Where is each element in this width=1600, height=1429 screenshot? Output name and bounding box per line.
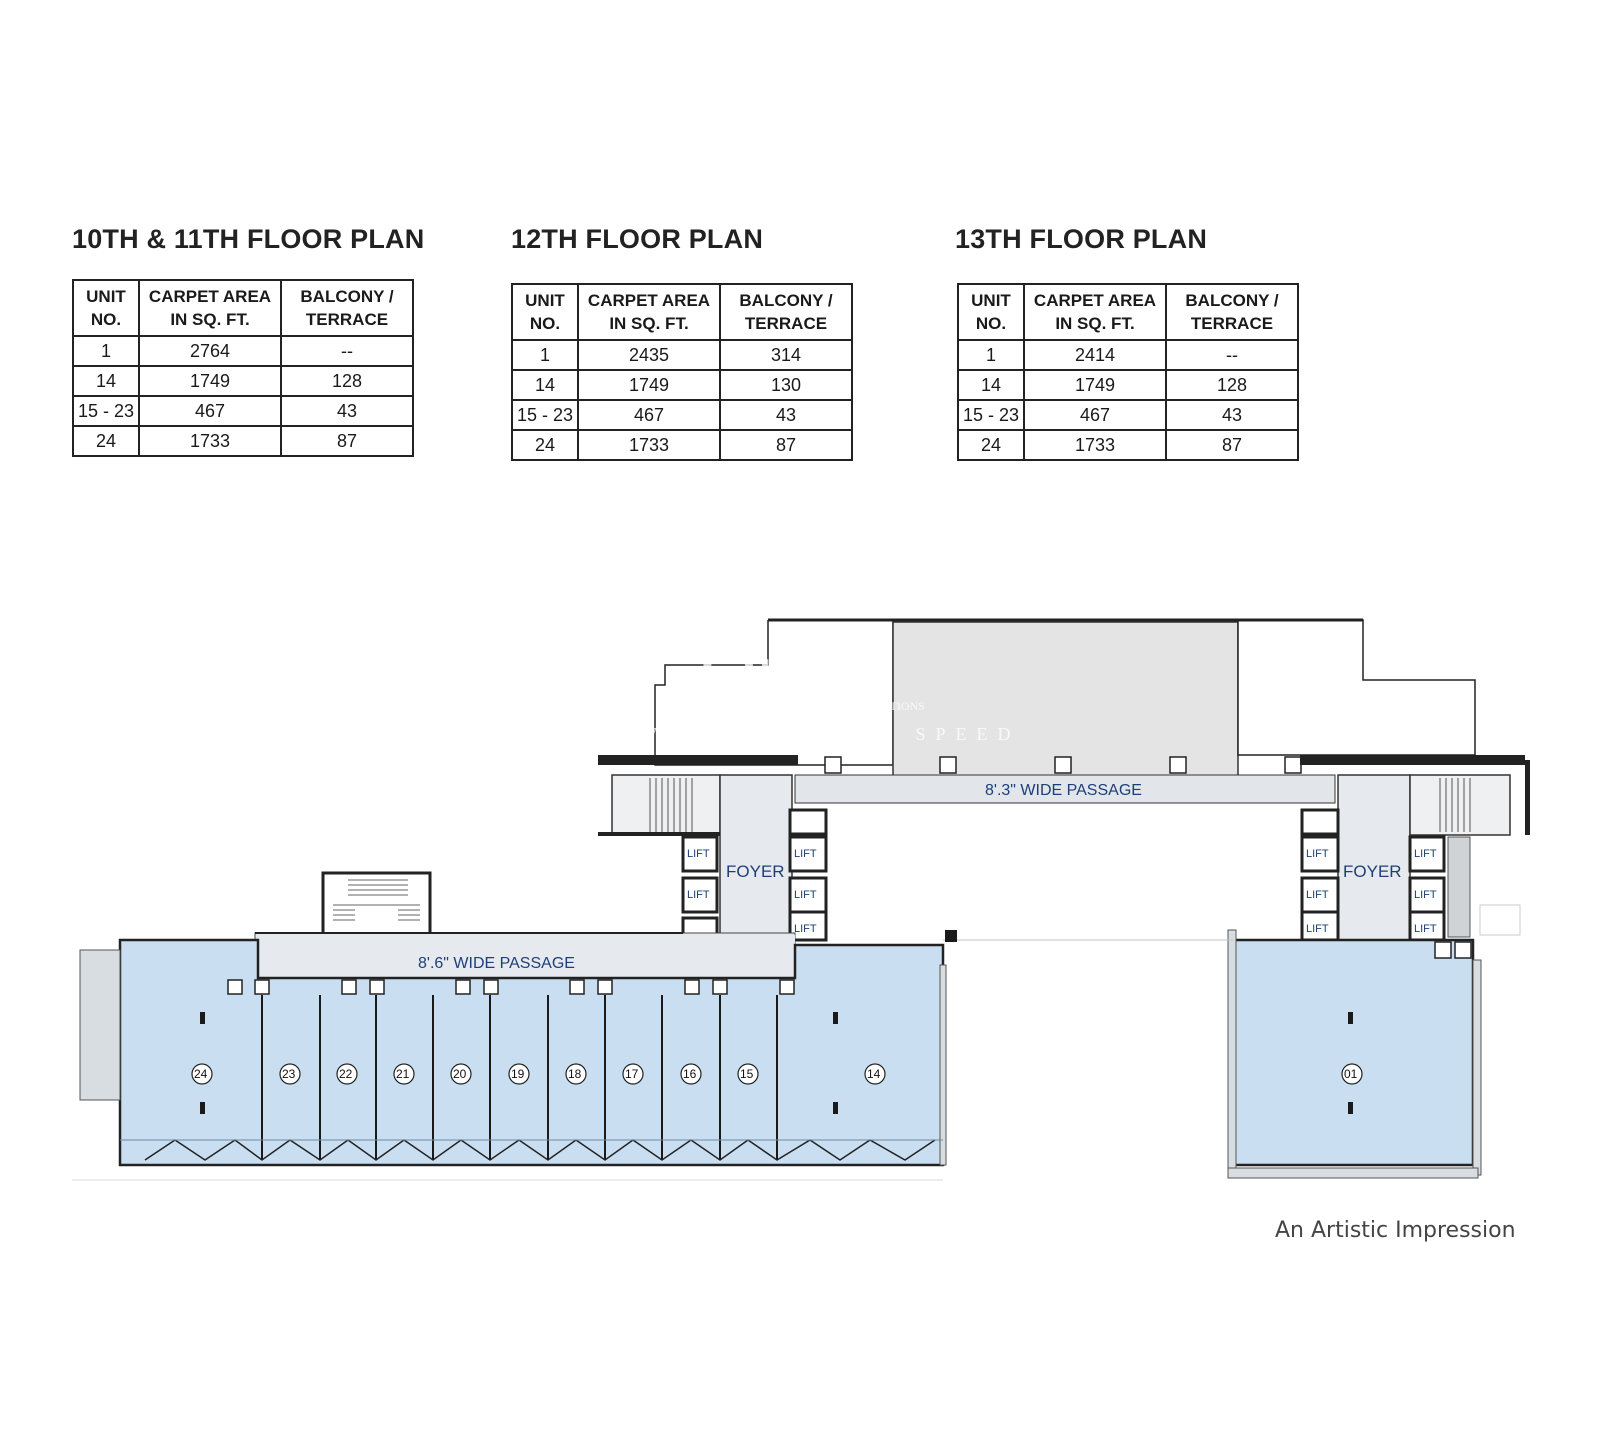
unit-markers bbox=[191, 1063, 1363, 1085]
header-balcony: BALCONY /TERRACE bbox=[280, 279, 414, 337]
top-passage-label: 8'.3" WIDE PASSAGE bbox=[985, 782, 1142, 799]
unit-number-19: 19 bbox=[511, 1067, 525, 1081]
lift-label: LIFT bbox=[1306, 923, 1329, 935]
unit-number-01: 01 bbox=[1344, 1067, 1358, 1081]
lift-label: LIFT bbox=[1414, 889, 1437, 901]
watermark-tagline: WE BELIEVE IN SPEED bbox=[640, 724, 1020, 744]
lift-label: LIFT bbox=[1414, 923, 1437, 935]
lift-label: LIFT bbox=[794, 848, 817, 860]
header-balcony: BALCONY /TERRACE bbox=[719, 283, 853, 341]
lift-label: LIFT bbox=[1306, 889, 1329, 901]
watermark-brand: Quick bbox=[700, 625, 891, 712]
unit-number-17: 17 bbox=[625, 1067, 639, 1081]
main-passage bbox=[254, 932, 796, 979]
foyer-label-right: FOYER bbox=[1343, 862, 1402, 881]
unit-number-22: 22 bbox=[339, 1067, 353, 1081]
unit-number-24: 24 bbox=[194, 1067, 208, 1081]
unit-block-left bbox=[72, 938, 947, 1181]
right-core bbox=[1300, 755, 1530, 942]
table-title-13: 13TH FLOOR PLAN bbox=[955, 224, 1208, 254]
header-balcony: BALCONY /TERRACE bbox=[1165, 283, 1299, 341]
table-title-10-11: 10TH & 11TH FLOOR PLAN bbox=[72, 224, 425, 254]
unit-number-20: 20 bbox=[453, 1067, 467, 1081]
unit-block-right bbox=[1227, 904, 1521, 1179]
unit-number-15: 15 bbox=[740, 1067, 754, 1081]
lift-label: LIFT bbox=[1414, 848, 1437, 860]
artistic-impression-note: An Artistic Impression bbox=[1275, 1218, 1516, 1243]
unit-number-14: 14 bbox=[867, 1067, 881, 1081]
stair-block bbox=[321, 871, 432, 943]
foyer-label-left: FOYER bbox=[726, 862, 785, 881]
lift-label: LIFT bbox=[794, 923, 817, 935]
lift-label: LIFT bbox=[687, 889, 710, 901]
lift-label: LIFT bbox=[794, 889, 817, 901]
watermark: Quick PROPERTY SOLUTIONS WE BELIEVE IN S… bbox=[640, 625, 1020, 744]
unit-number-16: 16 bbox=[683, 1067, 697, 1081]
unit-number-23: 23 bbox=[282, 1067, 296, 1081]
lift-label: LIFT bbox=[687, 848, 710, 860]
unit-number-18: 18 bbox=[568, 1067, 582, 1081]
lift-label: LIFT bbox=[1306, 848, 1329, 860]
top-passage bbox=[794, 774, 1336, 804]
column-markers bbox=[824, 756, 1302, 774]
unit-number-21: 21 bbox=[396, 1067, 410, 1081]
main-passage-label: 8'.6" WIDE PASSAGE bbox=[418, 955, 575, 972]
left-core bbox=[598, 755, 828, 942]
table-title-12: 12TH FLOOR PLAN bbox=[511, 224, 764, 254]
watermark-sub: PROPERTY SOLUTIONS bbox=[795, 699, 925, 713]
